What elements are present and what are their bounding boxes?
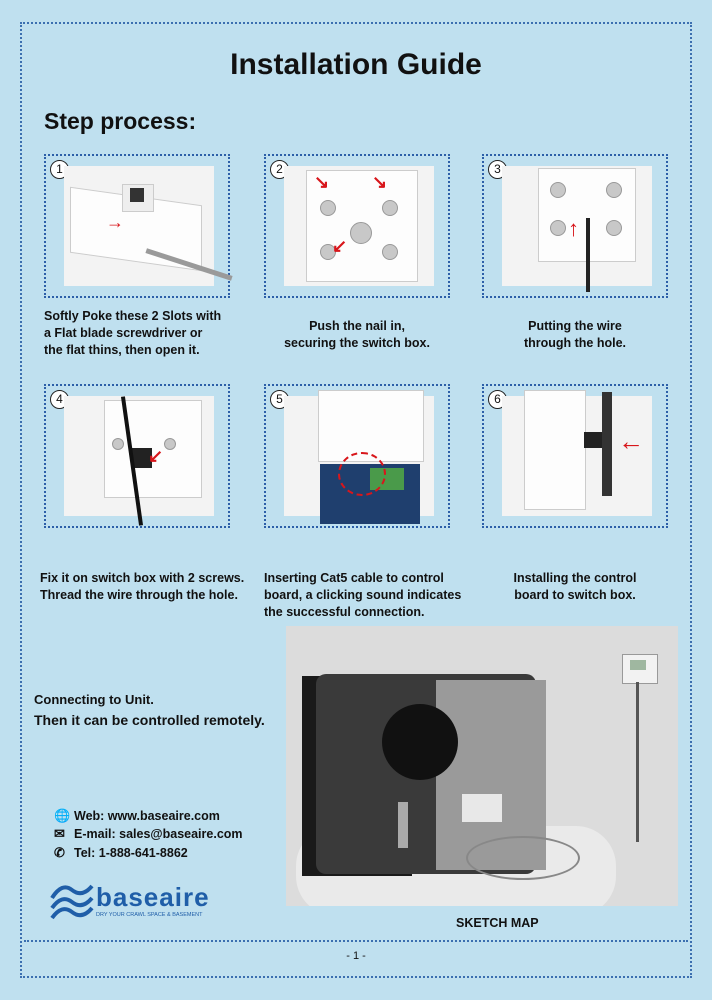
contact-email: ✉ E-mail: sales@baseaire.com — [54, 826, 243, 842]
step-5-caption: Inserting Cat5 cable to control board, a… — [264, 570, 461, 621]
step-5-caption-line: Inserting Cat5 cable to control — [264, 571, 444, 585]
step-5-caption-line: the successful connection. — [264, 605, 425, 619]
step-3-panel: 3 ↑ — [482, 154, 668, 298]
step-1-panel: 1 → — [44, 154, 233, 298]
step-3-caption-line: Putting the wire — [528, 319, 622, 333]
step-6-caption-line: Installing the control — [513, 571, 637, 585]
step-4-panel: 4 ↙ — [44, 384, 230, 528]
step-5-panel: 5 — [264, 384, 450, 528]
page-number: - 1 - — [346, 950, 366, 962]
phone-text: Tel: 1-888-641-8862 — [74, 846, 188, 860]
envelope-icon: ✉ — [54, 826, 65, 841]
step-4-photo: ↙ — [64, 396, 214, 526]
page-title: Installation Guide — [230, 48, 482, 81]
unit-connection-photo — [286, 626, 678, 906]
step-2-panel: 2 ↘ ↘ ↙ — [264, 154, 450, 298]
step-1-caption-line: the flat thins, then open it. — [44, 343, 200, 357]
step-4-caption: Fix it on switch box with 2 screws. Thre… — [40, 570, 244, 604]
step-4-caption-line: Fix it on switch box with 2 screws. — [40, 571, 245, 585]
step-2-caption-line: securing the switch box. — [284, 336, 430, 350]
step-4-caption-line: Thread the wire through the hole. — [40, 588, 238, 602]
step-6-panel: 6 ← — [482, 384, 668, 528]
step-6-caption-line: board to switch box. — [514, 588, 636, 602]
step-5-caption-line: board, a clicking sound indicates — [264, 588, 462, 602]
step-1-photo: → — [64, 166, 233, 286]
logo-wave-icon — [50, 884, 94, 920]
contact-web: 🌐 Web: www.baseaire.com — [54, 808, 220, 824]
logo-tagline: DRY YOUR CRAWL SPACE & BASEMENT — [96, 912, 203, 918]
step-6-caption: Installing the control board to switch b… — [482, 570, 668, 604]
footer-band — [24, 940, 688, 976]
step-3-photo: ↑ — [502, 166, 652, 292]
sketch-map-label: SKETCH MAP — [456, 916, 539, 930]
web-text: Web: www.baseaire.com — [74, 809, 220, 823]
baseaire-logo: baseaire DRY YOUR CRAWL SPACE & BASEMENT — [50, 878, 240, 929]
connect-note: Connecting to Unit. Then it can be contr… — [34, 690, 265, 730]
step-1-caption: Softly Poke these 2 Slots with a Flat bl… — [44, 308, 221, 359]
step-2-caption: Push the nail in, securing the switch bo… — [264, 318, 450, 352]
step-1-caption-line: a Flat blade screwdriver or — [44, 326, 203, 340]
step-3-caption-line: through the hole. — [523, 336, 627, 350]
step-3-caption: Putting the wire through the hole. — [482, 318, 668, 352]
contact-phone: ✆ Tel: 1-888-641-8862 — [54, 845, 188, 861]
step-2-photo: ↘ ↘ ↙ — [284, 166, 434, 286]
section-title: Step process: — [44, 108, 197, 134]
step-2-caption-line: Push the nail in, — [309, 319, 405, 333]
page-border — [20, 22, 692, 978]
connect-line-1: Connecting to Unit. — [34, 692, 154, 707]
step-6-photo: ← — [502, 390, 652, 516]
step-5-photo — [284, 390, 434, 524]
email-text: E-mail: sales@baseaire.com — [74, 827, 243, 841]
phone-icon: ✆ — [54, 845, 65, 860]
logo-wordmark: baseaire — [96, 882, 210, 912]
step-1-caption-line: Softly Poke these 2 Slots with — [44, 309, 222, 323]
globe-icon: 🌐 — [54, 808, 71, 823]
connect-line-2: Then it can be controlled remotely. — [34, 712, 265, 728]
